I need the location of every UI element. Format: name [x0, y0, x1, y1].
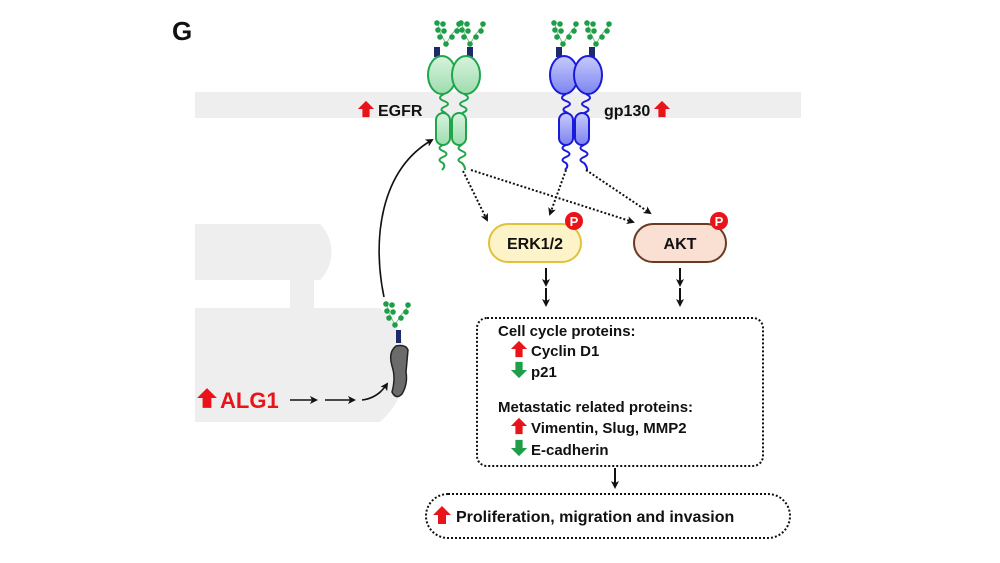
e-cadherin-label: E-cadherin — [531, 442, 609, 459]
up-arrow-icon — [433, 506, 451, 524]
erk-phospho-label: P — [570, 214, 579, 229]
erk-node: ERK1/2 P — [488, 212, 583, 263]
akt-phospho-label: P — [715, 214, 724, 229]
glycan-icon — [457, 19, 487, 48]
glycan-icon — [433, 19, 463, 48]
down-arrow-icon — [510, 439, 528, 457]
cyclin-d1-label: Cyclin D1 — [531, 343, 599, 360]
panel-label: G — [172, 16, 192, 46]
gp130-label: gp130 — [604, 103, 650, 120]
outcome-box — [425, 493, 791, 539]
up-arrow-icon — [510, 417, 528, 435]
glycoprotein — [382, 300, 412, 398]
egfr-to-akt-arrow — [470, 169, 635, 224]
akt-node: AKT P — [633, 212, 728, 263]
outcome-label: Proliferation, migration and invasion — [456, 509, 734, 526]
gp130-to-erk-arrow — [548, 169, 567, 216]
activation-arrows — [462, 169, 652, 224]
phospho-badge-icon — [565, 212, 583, 230]
erk-label: ERK1/2 — [507, 236, 563, 253]
alg1-label: ALG1 — [220, 388, 279, 413]
gp130-to-akt-arrow — [585, 169, 652, 215]
egfr-label: EGFR — [378, 103, 423, 120]
gp130-receptor — [549, 19, 613, 171]
endoplasmic-reticulum — [195, 308, 407, 422]
p21-label: p21 — [531, 364, 557, 381]
akt-label: AKT — [664, 236, 697, 253]
egfr-receptor — [427, 19, 487, 171]
nascent-protein-icon — [389, 344, 409, 398]
golgi-cisterna — [195, 224, 332, 280]
alg1-pathway-arrows — [290, 138, 434, 404]
cell-cycle-title: Cell cycle proteins: — [498, 323, 636, 340]
golgi-stalk — [290, 278, 314, 310]
down-arrow-icon — [510, 361, 528, 379]
trafficking-arrow — [378, 138, 434, 298]
phospho-badge-icon — [710, 212, 728, 230]
up-arrow-icon — [510, 340, 528, 358]
glycan-icon — [550, 19, 580, 48]
glycan-icon — [583, 19, 613, 48]
proteins-box — [476, 317, 764, 467]
downstream-arrows — [542, 268, 684, 489]
metastatic-title: Metastatic related proteins: — [498, 399, 693, 416]
vimentin-slug-mmp2-label: Vimentin, Slug, MMP2 — [531, 420, 687, 437]
egfr-to-erk-arrow — [462, 170, 488, 222]
plasma-membrane — [195, 92, 801, 118]
